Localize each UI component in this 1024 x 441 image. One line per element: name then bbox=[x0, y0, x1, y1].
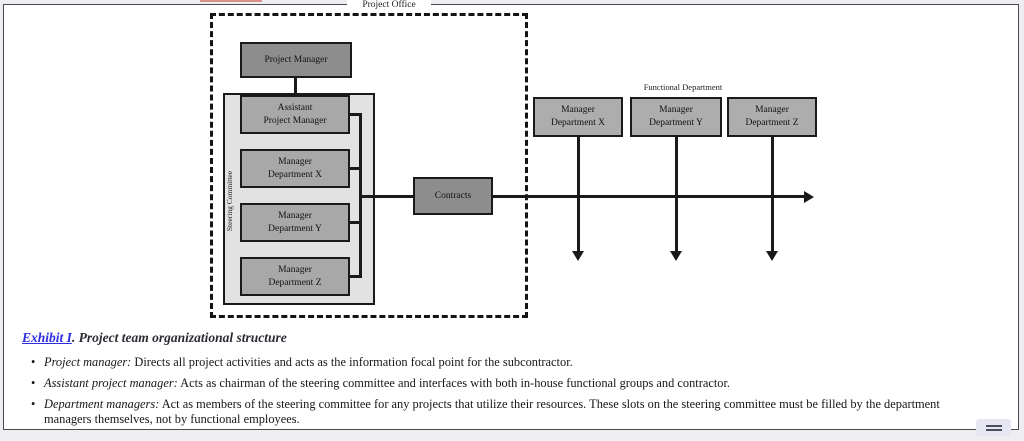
top-red-artifact bbox=[200, 0, 262, 2]
equals-icon bbox=[985, 424, 1002, 427]
steering-committee-label: Steering Committee bbox=[225, 170, 234, 232]
functional-manager-x-box: Manager Department X bbox=[533, 97, 623, 137]
manager-department-z-box: Manager Department Z bbox=[240, 257, 350, 296]
list-item: Assistant project manager: Acts as chair… bbox=[30, 376, 982, 391]
role-description-list: Project manager: Directs all project act… bbox=[30, 355, 982, 433]
drop-line-z bbox=[771, 137, 774, 251]
bracket-stub bbox=[350, 275, 362, 278]
functional-manager-z-box: Manager Department Z bbox=[727, 97, 817, 137]
bracket-stub bbox=[350, 167, 362, 170]
panel-to-contracts-line bbox=[360, 195, 413, 198]
caption-text: . Project team organizational structure bbox=[71, 330, 287, 345]
equals-icon bbox=[985, 428, 1002, 431]
arrow-right-icon bbox=[804, 190, 814, 203]
pm-connector-line bbox=[294, 78, 297, 94]
project-office-label: Project Office bbox=[347, 0, 431, 12]
drop-line-x bbox=[577, 137, 580, 251]
project-manager-box: Project Manager bbox=[240, 42, 352, 78]
project-office-boundary bbox=[210, 13, 528, 318]
menu-button[interactable] bbox=[976, 419, 1011, 436]
bracket-stub bbox=[350, 221, 362, 224]
contracts-output-line bbox=[493, 195, 805, 198]
assistant-project-manager-box: Assistant Project Manager bbox=[240, 95, 350, 134]
arrow-down-icon bbox=[572, 251, 584, 261]
functional-department-label: Functional Department bbox=[643, 82, 723, 92]
drop-line-y bbox=[675, 137, 678, 251]
functional-manager-y-box: Manager Department Y bbox=[630, 97, 722, 137]
bracket-stub bbox=[350, 113, 362, 116]
list-item: Project manager: Directs all project act… bbox=[30, 355, 982, 370]
arrow-down-icon bbox=[766, 251, 778, 261]
manager-department-y-box: Manager Department Y bbox=[240, 203, 350, 242]
list-item: Department managers: Act as members of t… bbox=[30, 397, 982, 427]
exhibit-link[interactable]: Exhibit I bbox=[22, 330, 72, 345]
contracts-box: Contracts bbox=[413, 177, 493, 215]
arrow-down-icon bbox=[670, 251, 682, 261]
manager-department-x-box: Manager Department X bbox=[240, 149, 350, 188]
exhibit-caption: Exhibit I. Project team organizational s… bbox=[22, 330, 287, 346]
